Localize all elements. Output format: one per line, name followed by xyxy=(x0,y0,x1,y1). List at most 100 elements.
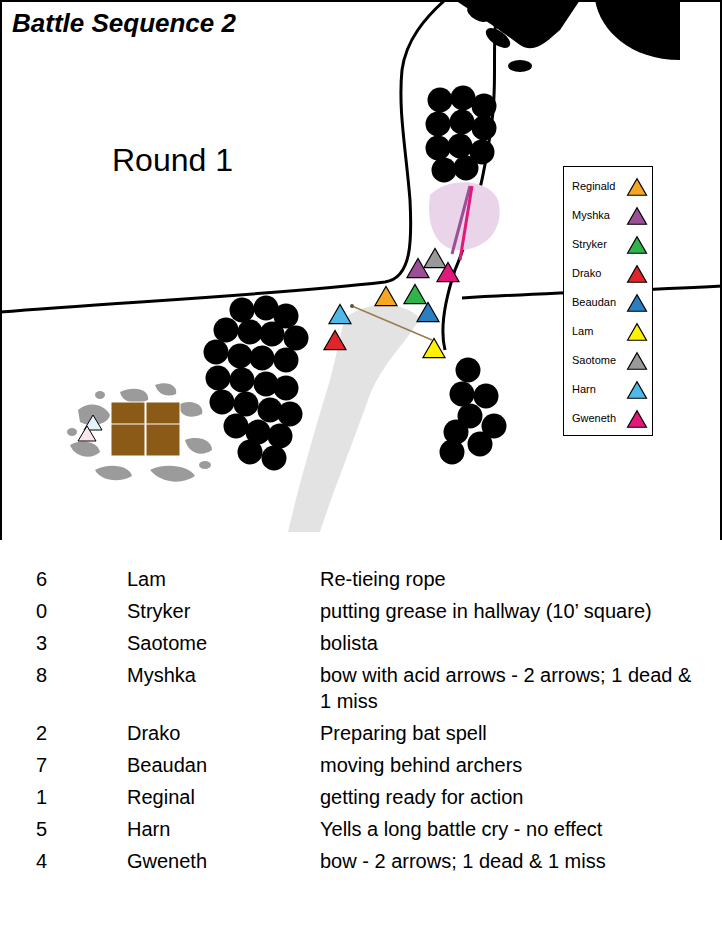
action-text: bow with acid arrows - 2 arrows; 1 dead … xyxy=(320,662,705,714)
action-text: Re-tieing rope xyxy=(320,566,705,592)
tree xyxy=(278,402,303,427)
legend-symbol xyxy=(626,264,648,284)
land-blob xyxy=(595,0,680,60)
legend-row: Lam xyxy=(572,320,648,342)
character-token xyxy=(329,304,351,323)
land-blob xyxy=(483,24,514,52)
ballista-line xyxy=(460,186,472,260)
table-row: 5HarnYells a long battle cry - no effect xyxy=(0,816,722,842)
legend-text: Myshka xyxy=(572,209,610,221)
legend-row: Reginald xyxy=(572,175,648,197)
action-text: bow - 2 arrows; 1 dead & 1 miss xyxy=(320,848,705,874)
table-row: 7Beaudanmoving behind archers xyxy=(0,752,722,778)
legend-symbol xyxy=(626,293,648,313)
character-name: Lam xyxy=(127,566,166,592)
legend-symbol xyxy=(626,409,648,429)
tree xyxy=(260,322,285,347)
table-row: 6LamRe-tieing rope xyxy=(0,566,722,592)
river-bank xyxy=(0,0,445,312)
table-row: 8Myshkabow with acid arrows - 2 arrows; … xyxy=(0,662,722,714)
character-token xyxy=(628,179,647,196)
tree xyxy=(472,116,497,141)
legend-symbol xyxy=(626,380,648,400)
character-token xyxy=(437,262,459,281)
table-row: 0Strykerputting grease in hallway (10’ s… xyxy=(0,598,722,624)
tree xyxy=(468,432,493,457)
legend-text: Saotome xyxy=(572,354,616,366)
character-token xyxy=(628,382,647,399)
tree xyxy=(284,326,309,351)
tree xyxy=(456,358,481,383)
tree xyxy=(448,134,473,159)
tree xyxy=(426,112,451,137)
initiative-number: 7 xyxy=(36,752,47,778)
character-name: Stryker xyxy=(127,598,190,624)
character-token xyxy=(324,330,346,349)
action-text: putting grease in hallway (10’ square) xyxy=(320,598,705,624)
initiative-number: 1 xyxy=(36,784,47,810)
tree xyxy=(454,156,479,181)
tree xyxy=(274,348,299,373)
character-token xyxy=(628,266,647,283)
tree xyxy=(250,346,275,371)
character-token xyxy=(375,286,397,305)
character-name: Saotome xyxy=(127,630,207,656)
tree xyxy=(432,158,457,183)
rope xyxy=(352,306,432,340)
tree xyxy=(238,440,263,465)
initiative-number: 2 xyxy=(36,720,47,746)
tree xyxy=(234,392,259,417)
legend-symbol xyxy=(626,322,648,342)
table-row: 3Saotomebolista xyxy=(0,630,722,656)
tree xyxy=(428,88,453,113)
action-table: 6LamRe-tieing rope0Strykerputting grease… xyxy=(0,566,722,880)
action-text: moving behind archers xyxy=(320,752,705,778)
tree xyxy=(238,320,263,345)
tree-clusters xyxy=(204,86,507,471)
character-token xyxy=(404,284,426,303)
tree xyxy=(274,376,299,401)
character-token xyxy=(417,302,439,321)
initiative-number: 5 xyxy=(36,816,47,842)
legend-text: Reginald xyxy=(572,180,615,192)
tree xyxy=(224,414,249,439)
tree xyxy=(210,390,235,415)
legend-row: Myshka xyxy=(572,204,648,226)
tree xyxy=(262,446,287,471)
legend-text: Lam xyxy=(572,325,593,337)
action-text: getting ready for action xyxy=(320,784,705,810)
tree xyxy=(440,440,465,465)
character-token xyxy=(423,338,445,357)
character-token xyxy=(628,353,647,370)
character-token xyxy=(424,248,446,267)
legend-text: Stryker xyxy=(572,238,607,250)
character-name: Harn xyxy=(127,816,170,842)
tree xyxy=(450,110,475,135)
table-row: 4Gwenethbow - 2 arrows; 1 dead & 1 miss xyxy=(0,848,722,874)
tree xyxy=(450,382,475,407)
legend-row: Drako xyxy=(572,262,648,284)
character-tokens xyxy=(324,248,459,357)
tree xyxy=(214,318,239,343)
tree xyxy=(204,340,229,365)
legend-row: Saotome xyxy=(572,349,648,371)
legend-box: ReginaldMyshkaStrykerDrakoBeaudanLamSaot… xyxy=(563,166,653,436)
character-token xyxy=(628,208,647,225)
land-blob xyxy=(508,60,532,72)
tree xyxy=(426,136,451,161)
table-row: 1Reginalgetting ready for action xyxy=(0,784,722,810)
rope-anchor xyxy=(350,304,354,308)
character-token xyxy=(628,237,647,254)
legend-row: Stryker xyxy=(572,233,648,255)
legend-text: Harn xyxy=(572,383,596,395)
initiative-number: 3 xyxy=(36,630,47,656)
tree xyxy=(472,94,497,119)
legend-symbol xyxy=(626,206,648,226)
legend-text: Beaudan xyxy=(572,296,616,308)
table-row: 2DrakoPreparing bat spell xyxy=(0,720,722,746)
round-label: Round 1 xyxy=(112,142,233,179)
legend-row: Gweneth xyxy=(572,407,648,429)
character-token xyxy=(628,324,647,341)
initiative-number: 8 xyxy=(36,662,47,688)
tree xyxy=(230,298,255,323)
